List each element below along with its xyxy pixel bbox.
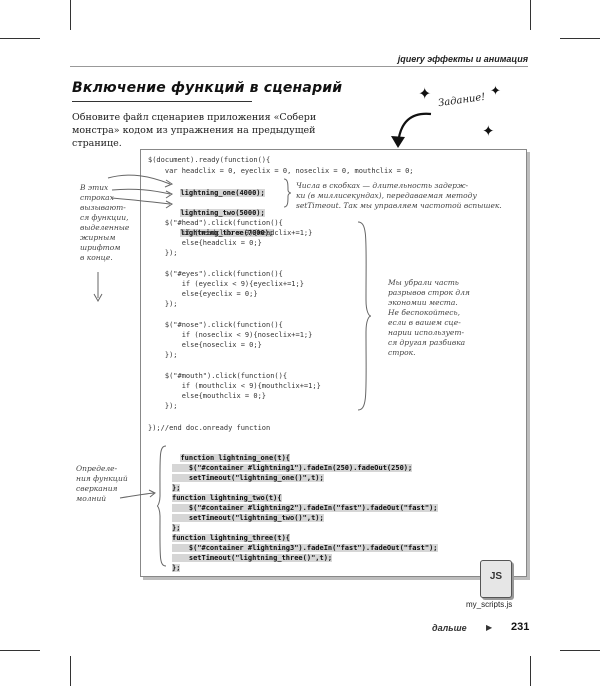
running-header: jquery эффекты и анимация [398, 54, 528, 64]
intro-text: Обновите файл сценариев приложения «Собе… [72, 112, 317, 149]
code-functions: function lightning_one(t){ $("#container… [172, 443, 438, 573]
note-removed-breaks: Мы убрали часть разрывов строк для эконо… [388, 278, 470, 357]
brace-icon [357, 221, 372, 411]
running-header-book: jquery [397, 54, 425, 64]
arrow-right-icon: ▶ [486, 623, 493, 632]
code-head-block: $("#head").click(function(){ if (headcli… [164, 219, 313, 257]
crop-mark [70, 0, 71, 30]
code-function-definitions: function lightning_one(t){ $("#container… [172, 454, 438, 572]
star-icon: ✦ [482, 122, 495, 140]
crop-mark [0, 38, 40, 39]
code-call-one: lightning_one(4000); [180, 189, 265, 197]
title-rule [72, 101, 252, 102]
header-rule [70, 66, 528, 67]
code-eyes-block: $("#eyes").click(function(){ if (eyeclix… [164, 270, 304, 308]
code-call-two: lightning_two(5000); [180, 209, 265, 217]
crop-mark [70, 656, 71, 686]
code-calls: lightning_one(4000); lightning_two(5000)… [172, 178, 274, 238]
crop-mark [530, 0, 531, 30]
code-ready-end: });//end doc.onready function [148, 424, 271, 432]
js-file-icon: JS [480, 560, 512, 598]
task-label: Задание! [437, 91, 487, 110]
code-ready-start: $(document).ready(function(){ [148, 156, 271, 164]
star-icon: ✦ [418, 84, 432, 103]
crop-mark [0, 650, 40, 651]
note-delays: Числа в скобках — длительность задерж- к… [296, 181, 502, 210]
curved-arrow-icon [391, 112, 432, 148]
arrow-icon [119, 489, 156, 499]
page-number: 231 [511, 621, 530, 633]
running-header-topic: эффекты и анимация [427, 54, 528, 64]
section-title: Включение функций в сценарий [72, 80, 343, 96]
crop-mark [560, 650, 600, 651]
code-mouth-block: $("#mouth").click(function(){ if (mouthc… [164, 372, 321, 410]
brace-icon [283, 178, 292, 208]
code-vars: var headclix = 0, eyeclix = 0, noseclix … [148, 167, 414, 175]
code-call-three: lightning_three(7000); [180, 229, 274, 237]
note-definitions: Определе- ния функций сверкания молний [76, 464, 128, 503]
note-calls: В этих строках вызывают- ся функции, выд… [80, 183, 130, 262]
code-nose-block: $("#nose").click(function(){ if (nosecli… [164, 321, 313, 359]
star-icon: ✦ [490, 84, 501, 99]
arrow-icon [93, 174, 174, 303]
file-name: my_scripts.js [466, 600, 513, 609]
crop-mark [530, 656, 531, 686]
js-file-icon-text: JS [489, 571, 503, 582]
brace-icon [156, 445, 167, 567]
crop-mark [560, 38, 600, 39]
footer-next-link[interactable]: дальше [432, 623, 467, 633]
